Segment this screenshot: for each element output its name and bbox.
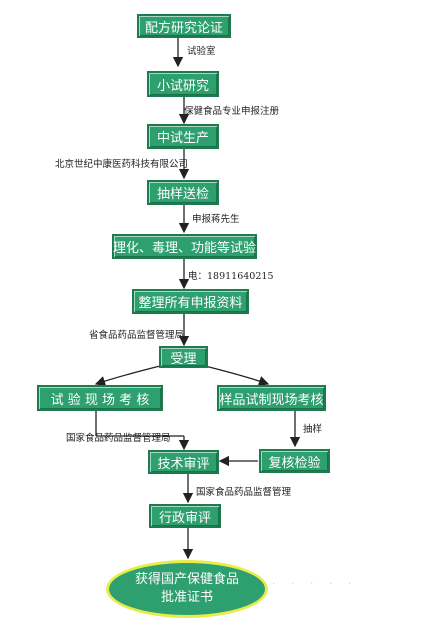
node-sample-inspection: 抽样送检 xyxy=(147,180,219,205)
label-phone: 电：18911640215 xyxy=(188,271,274,282)
node-formula-research: 配方研究论证 xyxy=(137,14,231,38)
label-national-fda: 国家食品药品监督管理局 xyxy=(66,433,171,444)
node-technical-review: 技术审评 xyxy=(148,450,219,474)
arrow-n7-n8 xyxy=(94,365,161,387)
node-sample-production-inspection: 样品试制现场考核 xyxy=(217,385,326,411)
node-acceptance: 受理 xyxy=(159,346,208,368)
label-lab: 试验室 xyxy=(187,46,216,57)
node-administrative-review: 行政审评 xyxy=(149,504,221,528)
label-provincial-fda: 省食品药品监督管理局 xyxy=(89,330,185,341)
label-sampling: 抽样 xyxy=(303,424,323,435)
label-company: 北京世纪中康医药科技有限公司 xyxy=(55,159,189,170)
node-organize-documents: 整理所有申报资料 xyxy=(132,289,249,314)
approval-line1: 获得国产保健食品 xyxy=(134,572,239,587)
approval-line2: 批准证书 xyxy=(160,590,213,605)
node-approval-certificate: 获得国产保健食品 批准证书 xyxy=(106,560,268,618)
arrow-n7-n9 xyxy=(204,365,270,386)
node-site-inspection: 试 验 现 场 考 核 xyxy=(37,385,163,411)
label-national-fda-2: 国家食品药品监督管理 xyxy=(196,487,292,498)
watermark: · · · · · xyxy=(272,577,358,590)
label-contact: 申报蒋先生 xyxy=(192,214,240,225)
node-trial-production: 中试生产 xyxy=(147,124,219,149)
label-registration: 保健食品专业申报注册 xyxy=(184,106,280,117)
node-pilot-study: 小试研究 xyxy=(147,71,219,97)
node-recheck-inspection: 复核检验 xyxy=(259,449,330,473)
node-lab-tests: 理化、毒理、功能等试验 xyxy=(112,234,257,259)
